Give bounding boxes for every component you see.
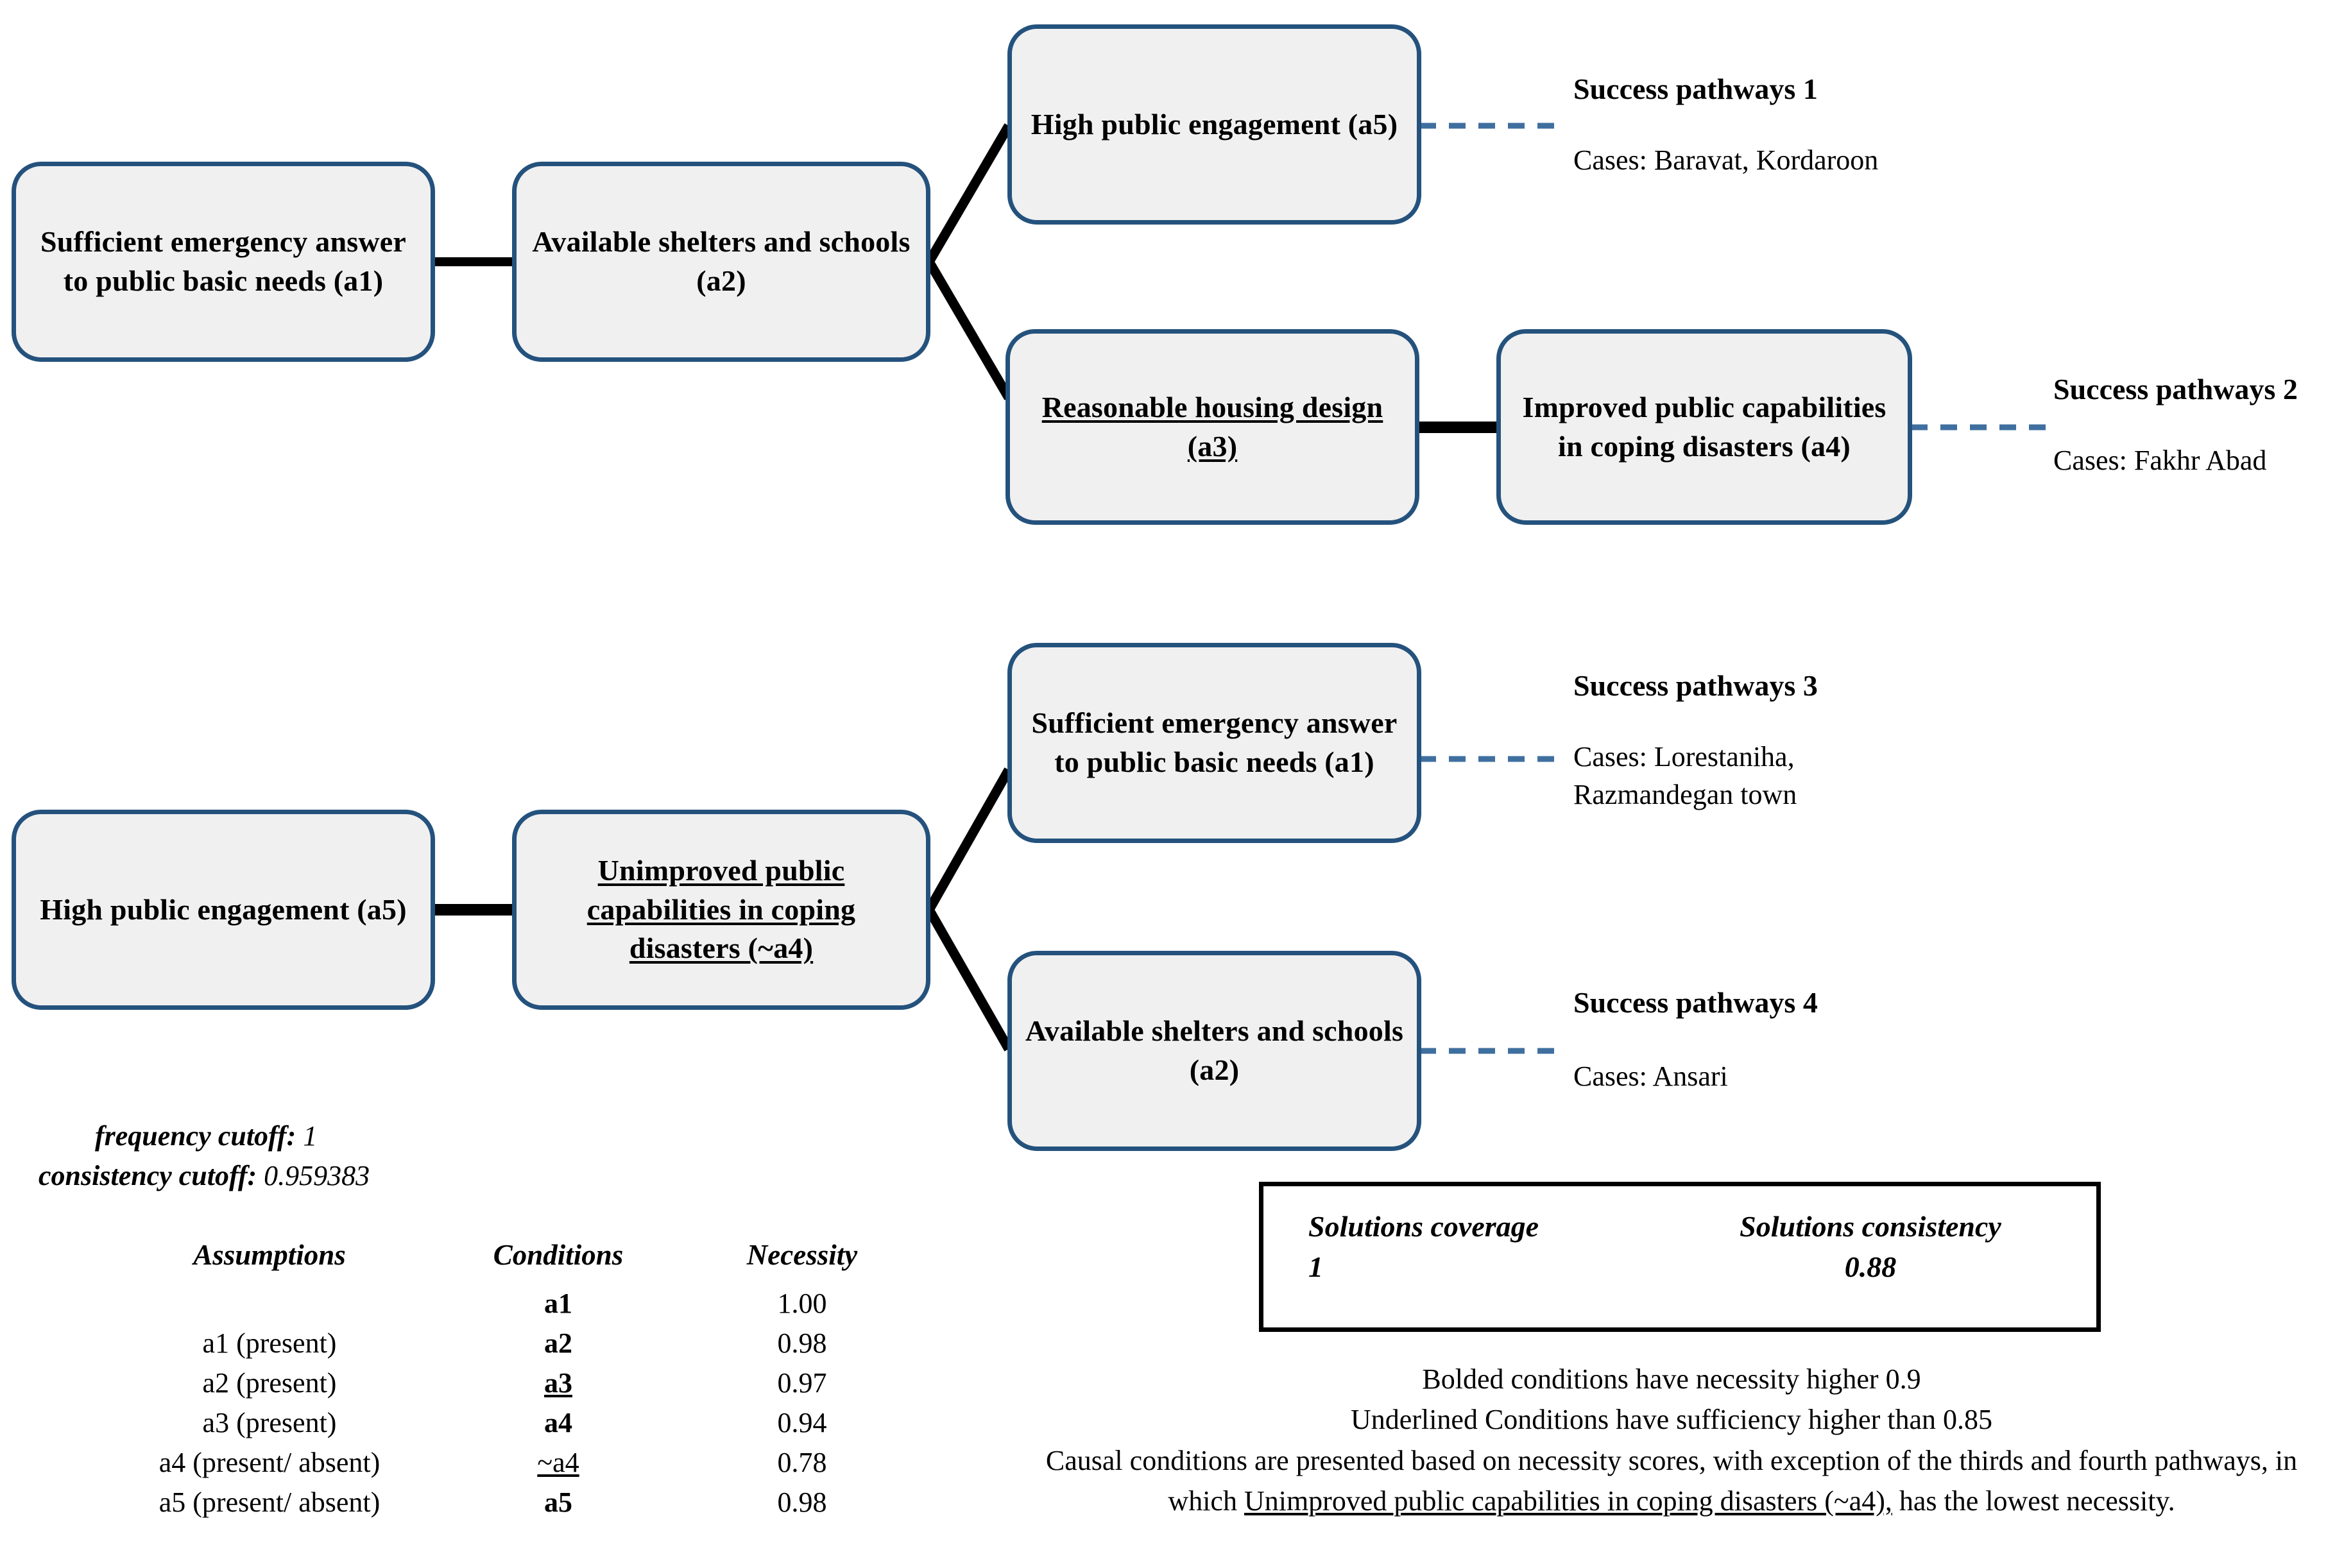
connector-a2-a5 <box>925 123 1013 264</box>
consistency-cutoff-line: consistency cutoff: 0.959383 <box>38 1156 370 1196</box>
node-a1-group1[interactable]: Sufficient emergency answer to public ba… <box>12 162 435 362</box>
cell-necessity: 0.94 <box>777 1406 827 1438</box>
cell-necessity: 0.97 <box>777 1367 827 1399</box>
pathway-title: Success pathways 3 <box>1573 669 1818 702</box>
node-label: Reasonable housing design (a3) <box>1041 390 1383 463</box>
table-row: a3 (present) a4 0.94 <box>103 1402 924 1442</box>
pathway-1: Success pathways 1 Cases: Baravat, Korda… <box>1573 72 2318 180</box>
table-row: a1 (present) a2 0.98 <box>103 1323 924 1363</box>
frequency-cutoff-label: frequency cutoff: <box>95 1120 296 1152</box>
solutions-coverage-value: 1 <box>1308 1250 1323 1283</box>
solutions-coverage-label: Solutions coverage <box>1308 1210 1539 1243</box>
solutions-consistency-label: Solutions consistency <box>1740 1210 2001 1243</box>
pathway-4: Success pathways 4 Cases: Ansari <box>1573 985 2023 1096</box>
pathway-2: Success pathways 2 Cases: Fakhr Abad <box>2053 372 2344 480</box>
node-label: High public engagement (a5) <box>1031 107 1398 141</box>
node-not-a4-group2[interactable]: Unimproved public capabilities in coping… <box>512 810 930 1010</box>
node-a2-group2[interactable]: Available shelters and schools (a2) <box>1007 951 1421 1151</box>
table-row: a5 (present/ absent) a5 0.98 <box>103 1482 924 1522</box>
necessity-table: Assumptions Conditions Necessity a1 1.00… <box>103 1238 924 1522</box>
consistency-cutoff-label: consistency cutoff: <box>38 1160 257 1192</box>
cell-assumption: a1 (present) <box>202 1327 337 1359</box>
cell-condition: a3 <box>544 1367 572 1399</box>
cutoff-block: frequency cutoff: 1 consistency cutoff: … <box>38 1116 370 1197</box>
cell-necessity: 0.98 <box>777 1486 827 1518</box>
node-label: Improved public capabilities in coping d… <box>1522 390 1886 463</box>
note-line-1: Bolded conditions have necessity higher … <box>1422 1363 1921 1395</box>
note-line-3-underlined: Unimproved public capabilities in coping… <box>1244 1485 1892 1517</box>
pathway-cases: Cases: Baravat, Kordaroon <box>1573 144 1879 176</box>
pathway-cases: Cases: Lorestaniha, Razmandegan town <box>1573 741 1797 810</box>
cell-condition: a5 <box>544 1486 572 1518</box>
pathway-cases: Cases: Ansari <box>1573 1061 1728 1092</box>
pathway-title: Success pathways 2 <box>2053 373 2298 405</box>
figure-notes: Bolded conditions have necessity higher … <box>1027 1359 2316 1521</box>
cell-necessity: 0.78 <box>777 1446 827 1478</box>
node-a3-group1[interactable]: Reasonable housing design (a3) <box>1005 329 1419 525</box>
column-header-assumptions: Assumptions <box>193 1239 346 1271</box>
cell-assumption <box>103 1283 436 1323</box>
cell-condition: a1 <box>544 1287 572 1319</box>
node-label: Available shelters and schools (a2) <box>1025 1014 1404 1086</box>
table-row: a2 (present) a3 0.97 <box>103 1363 924 1402</box>
cell-condition: ~a4 <box>537 1446 579 1478</box>
node-a5-group2[interactable]: High public engagement (a5) <box>12 810 435 1010</box>
node-a2-group1[interactable]: Available shelters and schools (a2) <box>512 162 930 362</box>
node-label: Unimproved public capabilities in coping… <box>586 853 856 965</box>
node-a4-group1[interactable]: Improved public capabilities in coping d… <box>1496 329 1912 525</box>
node-label: Available shelters and schools (a2) <box>532 225 911 297</box>
frequency-cutoff-line: frequency cutoff: 1 <box>95 1116 370 1156</box>
frequency-cutoff-value: 1 <box>303 1120 318 1152</box>
node-label: Sufficient emergency answer to public ba… <box>40 225 407 297</box>
table-row: a4 (present/ absent) ~a4 0.78 <box>103 1442 924 1482</box>
note-line-2: Underlined Conditions have sufficiency h… <box>1351 1404 1992 1436</box>
cell-assumption: a5 (present/ absent) <box>158 1486 381 1518</box>
connector-na4-g2a1 <box>925 767 1013 912</box>
cell-necessity: 0.98 <box>777 1327 827 1359</box>
note-line-3-part-a: Causal conditions are presented based on… <box>1045 1444 2298 1517</box>
cell-condition: a2 <box>544 1327 572 1359</box>
cell-assumption: a2 (present) <box>202 1367 337 1399</box>
solutions-consistency-cell: Solutions consistency 0.88 <box>1683 1209 2058 1284</box>
connector-na4-g2a2 <box>925 907 1013 1052</box>
node-label: Sufficient emergency answer to public ba… <box>1031 706 1398 778</box>
solutions-row: Solutions coverage 1 Solutions consisten… <box>1263 1186 2096 1284</box>
table-row: a1 1.00 <box>103 1283 924 1323</box>
node-a5-group1[interactable]: High public engagement (a5) <box>1007 24 1421 225</box>
pathway-3: Success pathways 3 Cases: Lorestaniha, R… <box>1573 669 2023 814</box>
cell-assumption: a3 (present) <box>202 1406 337 1438</box>
cell-necessity: 1.00 <box>777 1287 827 1319</box>
table-header-row: Assumptions Conditions Necessity <box>103 1238 924 1283</box>
connector-a2-a3 <box>925 259 1013 400</box>
consistency-cutoff-value: 0.959383 <box>264 1160 370 1192</box>
column-header-conditions: Conditions <box>493 1239 624 1271</box>
pathway-title: Success pathways 1 <box>1573 72 1818 105</box>
column-header-necessity: Necessity <box>746 1239 858 1271</box>
cell-assumption: a4 (present/ absent) <box>158 1446 381 1478</box>
solutions-coverage-cell: Solutions coverage 1 <box>1302 1209 1683 1284</box>
note-line-3-part-b: has the lowest necessity. <box>1892 1485 2175 1517</box>
note-line-3: Causal conditions are presented based on… <box>1027 1440 2316 1522</box>
pathway-cases: Cases: Fakhr Abad <box>2053 445 2267 476</box>
cell-condition: a4 <box>544 1406 572 1438</box>
solutions-summary-box: Solutions coverage 1 Solutions consisten… <box>1259 1182 2101 1332</box>
node-label: High public engagement (a5) <box>40 892 407 926</box>
solutions-consistency-value: 0.88 <box>1844 1250 1897 1283</box>
pathway-title: Success pathways 4 <box>1573 986 1818 1019</box>
node-a1-group2[interactable]: Sufficient emergency answer to public ba… <box>1007 643 1421 843</box>
